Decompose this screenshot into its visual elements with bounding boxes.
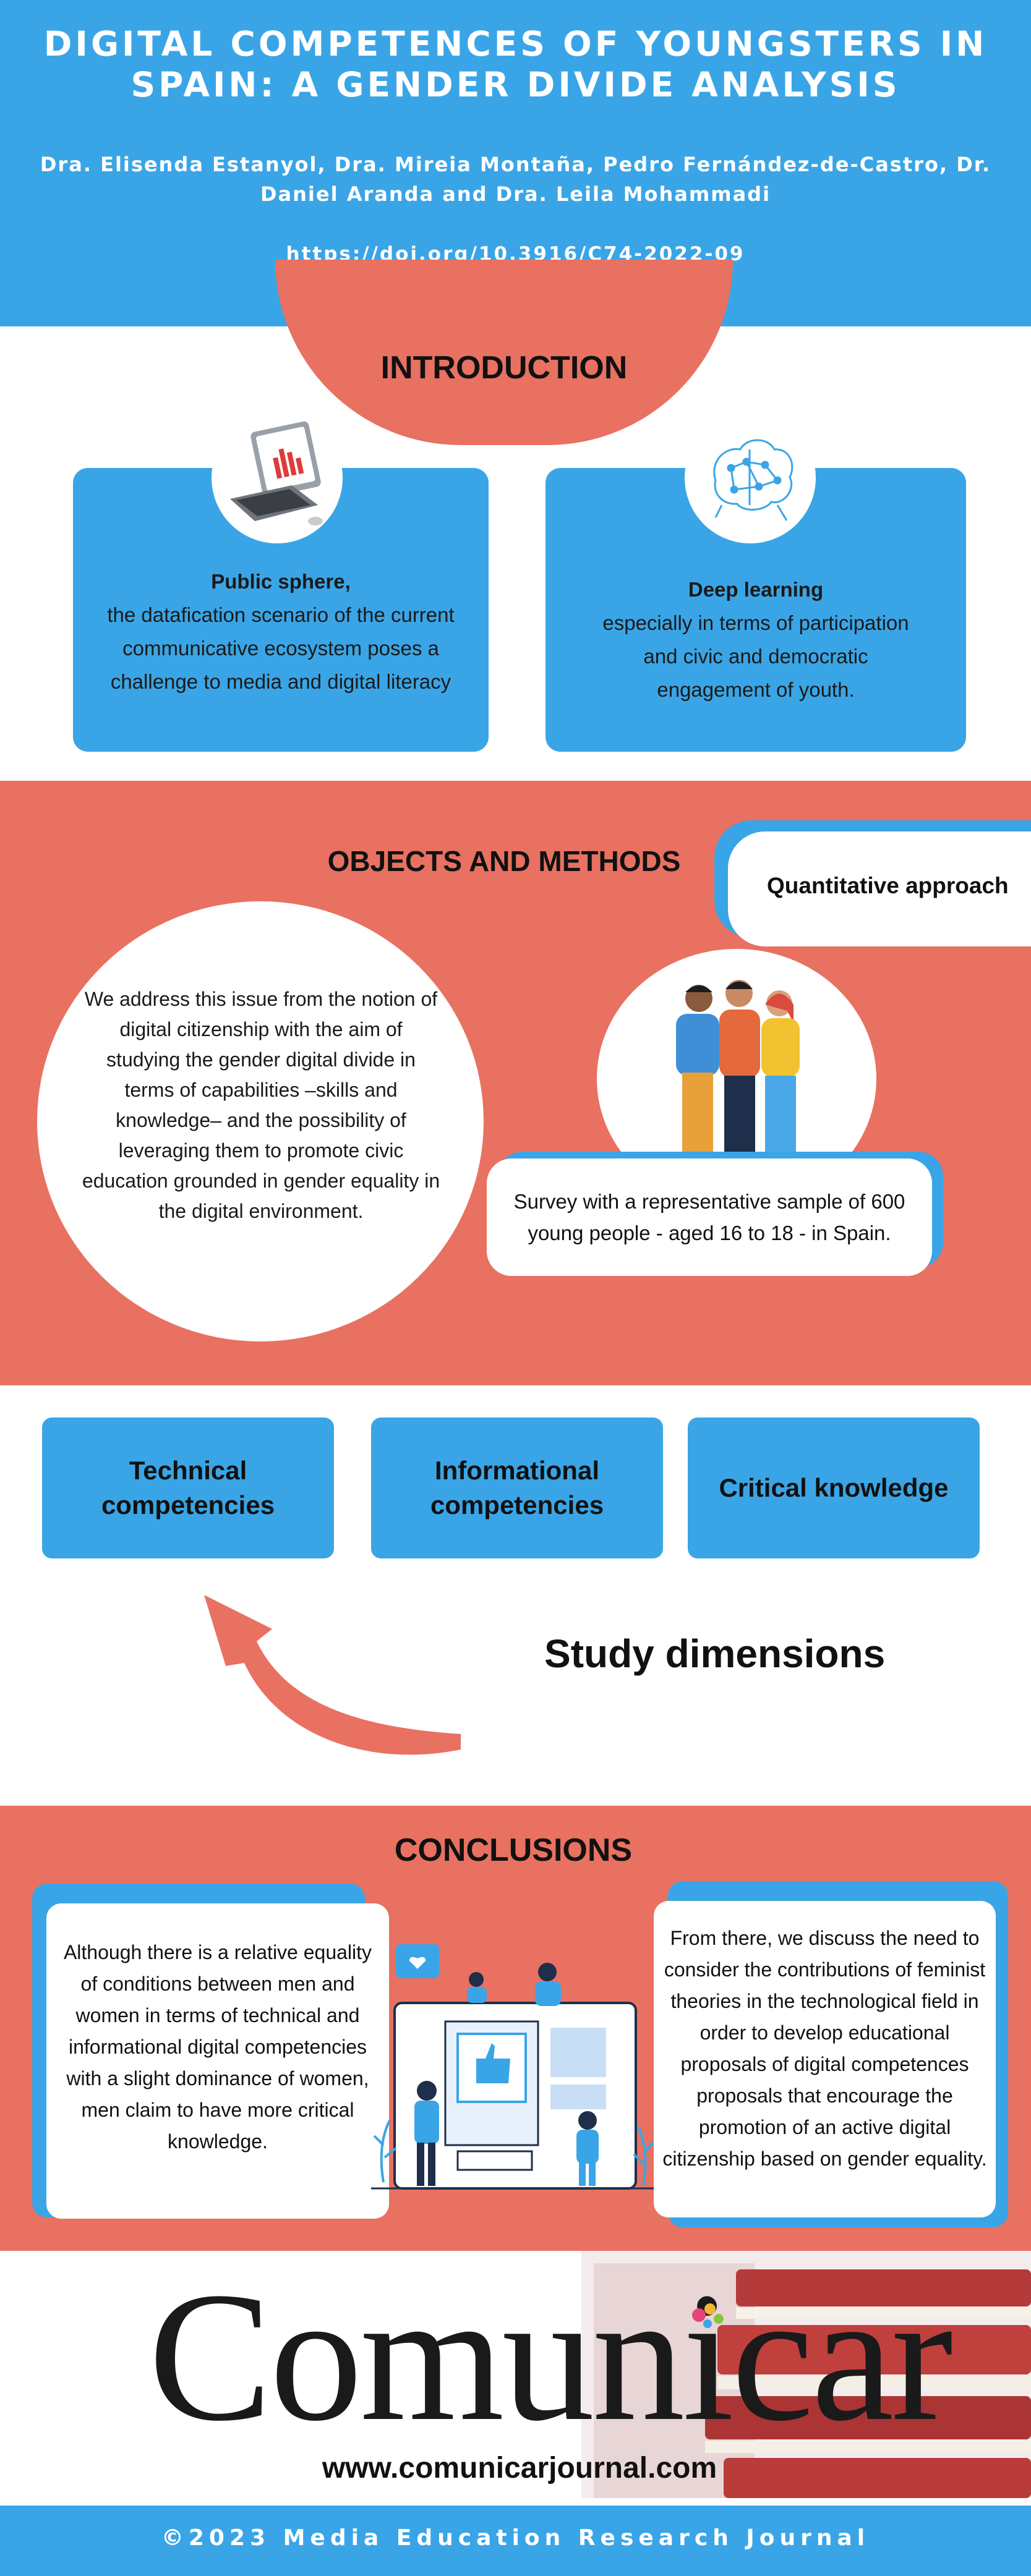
computer-chart-icon — [212, 412, 343, 543]
intro-card-heading: Deep learning — [688, 578, 824, 601]
intro-card-body: the datafication scenario of the current… — [107, 603, 455, 693]
intro-card-body: especially in terms of participation and… — [602, 611, 909, 701]
books-photo — [581, 2251, 1031, 2498]
description-circle — [37, 901, 484, 1341]
introduction-heading: INTRODUCTION — [380, 350, 628, 386]
methods-description: We address this issue from the notion of… — [82, 988, 440, 1222]
conclusion-left-text: Although there is a relative equality of… — [63, 1941, 372, 2153]
methods-heading: OBJECTS AND METHODS — [327, 845, 681, 877]
comunicar-logo: Comunicar — [148, 2254, 953, 2459]
authors: Dra. Elisenda Estanyol, Dra. Mireia Mont… — [40, 153, 991, 206]
dimension-technical: Technical competencies — [42, 1418, 334, 1558]
intro-card-text: Deep learning especially in terms of par… — [601, 573, 910, 707]
survey-text: Survey with a representative sample of 6… — [513, 1190, 905, 1244]
social-media-illustration — [371, 1944, 656, 2190]
copyright: ©2023 Media Education Research Journal — [161, 2525, 870, 2551]
conclusions-heading: CONCLUSIONS — [394, 1832, 633, 1868]
dimension-label: Informational competencies — [430, 1456, 604, 1520]
footer-bar — [0, 2506, 1031, 2576]
logo-dots-icon — [692, 2303, 724, 2328]
website-link[interactable]: www.comunicarjournal.com — [322, 2452, 717, 2485]
conclusion-left-box — [46, 1903, 389, 2219]
brain-network-icon — [685, 412, 816, 543]
page-title: DIGITAL COMPETENCES OF YOUNGSTERS IN SPA… — [43, 24, 988, 104]
intro-card-heading: Public sphere, — [211, 570, 351, 593]
conclusion-right-text: From there, we discuss the need to consi… — [662, 1927, 987, 2170]
dimension-label: Critical knowledge — [719, 1473, 949, 1502]
dimension-label: Technical competencies — [101, 1456, 275, 1520]
intro-card-text: Public sphere, the datafication scenario… — [92, 565, 470, 699]
curved-arrow-icon — [204, 1595, 461, 1755]
approach-label: Quantitative approach — [767, 873, 1009, 898]
conclusion-right-box — [654, 1901, 996, 2217]
survey-box — [487, 1158, 932, 1276]
study-dimensions-label: Study dimensions — [544, 1631, 886, 1676]
approach-tab — [728, 831, 1031, 946]
dimension-informational: Informational competencies — [371, 1418, 663, 1558]
dimension-critical: Critical knowledge — [688, 1418, 980, 1558]
